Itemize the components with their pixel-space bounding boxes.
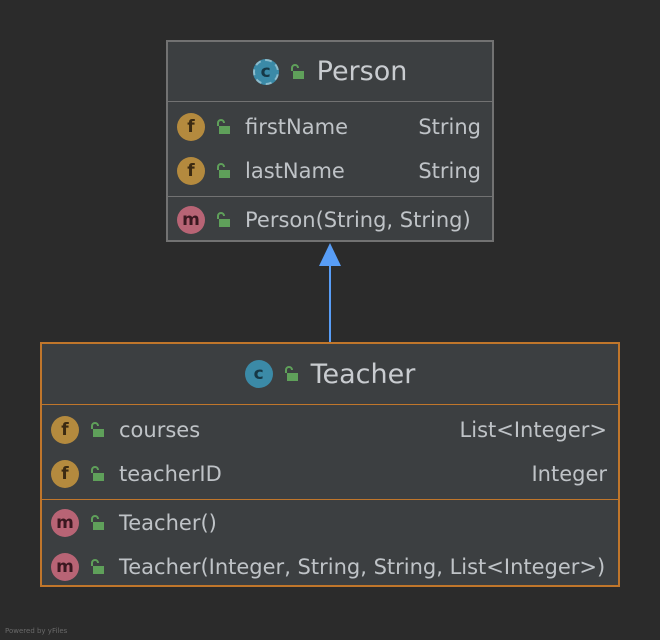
method-signature: Person(String, String)	[245, 208, 471, 232]
public-lock-icon	[290, 63, 304, 79]
public-lock-icon	[217, 119, 230, 134]
field-type: List<Integer>	[459, 418, 607, 442]
methods-section: m Teacher() m Teacher(Integer, String, S…	[42, 500, 618, 592]
method-row[interactable]: m Person(String, String)	[168, 198, 492, 242]
abstract-class-icon: c	[252, 58, 279, 85]
field-name: teacherID	[119, 462, 222, 486]
field-row[interactable]: f lastName String	[168, 149, 492, 193]
method-row[interactable]: m Teacher(Integer, String, String, List<…	[42, 545, 618, 589]
divider	[42, 404, 618, 405]
method-icon: m	[177, 206, 205, 234]
field-name: firstName	[245, 115, 348, 139]
public-lock-icon	[284, 366, 298, 381]
field-row[interactable]: f firstName String	[168, 105, 492, 149]
field-icon: f	[177, 157, 205, 185]
divider	[168, 196, 492, 197]
divider	[168, 101, 492, 102]
method-signature: Teacher(Integer, String, String, List<In…	[119, 555, 606, 579]
method-row[interactable]: m Teacher()	[42, 501, 618, 545]
field-icon: f	[177, 113, 205, 141]
class-name: Teacher	[310, 358, 416, 390]
public-lock-icon	[217, 212, 230, 227]
class-header: c Person	[168, 42, 492, 101]
class-name: Person	[316, 56, 408, 87]
methods-section: m Person(String, String)	[168, 197, 492, 245]
field-row[interactable]: f courses List<Integer>	[42, 408, 618, 452]
public-lock-icon	[217, 163, 230, 178]
field-type: String	[418, 159, 481, 183]
fields-section: f firstName String f lastName String	[168, 102, 492, 196]
field-type: Integer	[531, 462, 607, 486]
method-icon: m	[51, 509, 79, 537]
class-header: c Teacher	[42, 344, 618, 404]
fields-section: f courses List<Integer> f teacherID Inte…	[42, 405, 618, 499]
method-signature: Teacher()	[119, 511, 217, 535]
field-icon: f	[51, 416, 79, 444]
method-icon: m	[51, 553, 79, 581]
divider	[42, 499, 618, 500]
public-lock-icon	[91, 515, 104, 530]
field-type: String	[418, 115, 481, 139]
public-lock-icon	[91, 559, 104, 574]
public-lock-icon	[91, 466, 104, 481]
field-name: courses	[119, 418, 201, 442]
watermark: Powered by yFiles	[5, 627, 68, 635]
class-icon: c	[244, 360, 273, 388]
public-lock-icon	[91, 422, 104, 437]
field-icon: f	[51, 460, 79, 488]
field-name: lastName	[245, 159, 345, 183]
field-row[interactable]: f teacherID Integer	[42, 452, 618, 496]
teacher-class-node[interactable]: c Teacher f courses List<Integer> f	[40, 342, 620, 587]
person-class-node[interactable]: c Person f firstName String f	[166, 40, 494, 242]
